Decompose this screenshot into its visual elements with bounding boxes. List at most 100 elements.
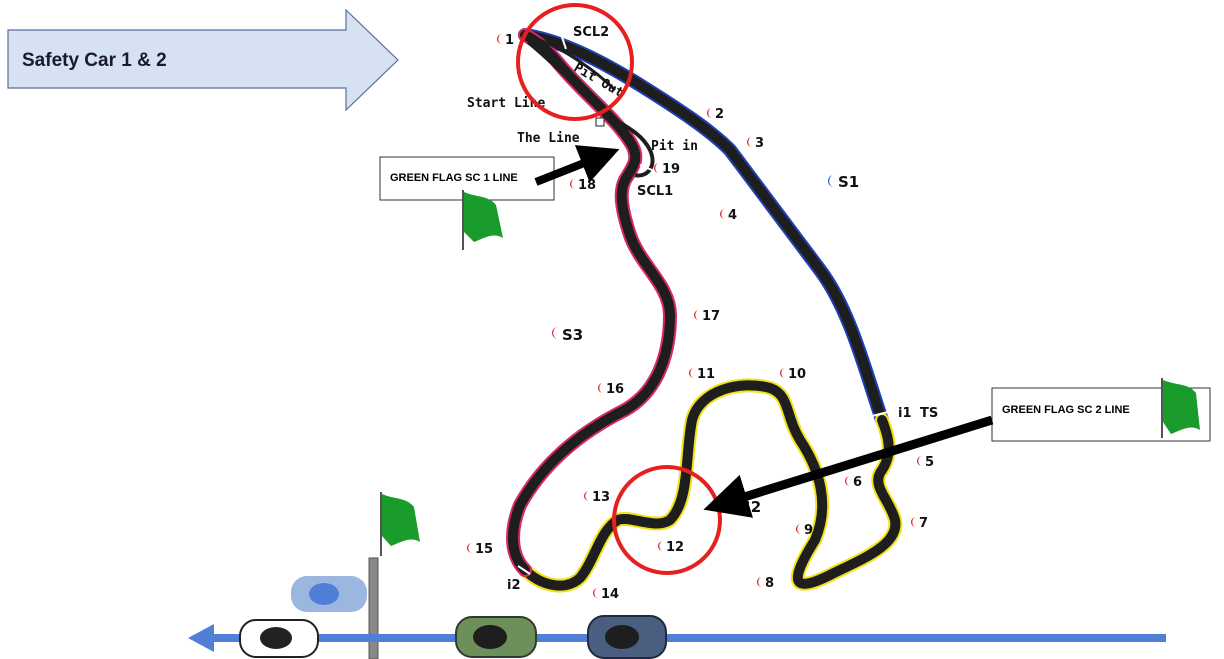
callout-sc1-box bbox=[379, 156, 555, 201]
corner-number: 18 bbox=[578, 178, 596, 193]
corner-markers: 1 2 3 4 5 6 7 8 9 10 11 12 13 14 15 16 1… bbox=[467, 33, 934, 602]
corner-number: 3 bbox=[755, 136, 764, 151]
corner-1: 1 bbox=[497, 33, 514, 48]
car-icon bbox=[291, 576, 367, 612]
s1-label: S1 bbox=[838, 173, 859, 191]
corner-marker-icon bbox=[593, 588, 598, 598]
corner-15: 15 bbox=[467, 542, 493, 557]
corner-9: 9 bbox=[796, 523, 813, 538]
sector-2-edge bbox=[518, 378, 903, 593]
corner-marker-icon bbox=[654, 163, 659, 173]
corner-marker-icon bbox=[757, 577, 762, 587]
corner-16: 16 bbox=[598, 382, 624, 397]
corner-number: 12 bbox=[666, 540, 684, 555]
scl1-divider bbox=[639, 164, 653, 171]
car-icon bbox=[587, 615, 667, 659]
banner-arrow: Safety Car 1 & 2 bbox=[7, 8, 399, 112]
corner-marker-icon bbox=[598, 383, 603, 393]
corner-number: 1 bbox=[505, 33, 514, 48]
corner-marker-icon bbox=[911, 517, 916, 527]
corner-3: 3 bbox=[747, 136, 764, 151]
corner-number: 19 bbox=[662, 162, 680, 177]
corner-6: 6 bbox=[845, 475, 862, 490]
corner-17: 17 bbox=[694, 309, 720, 324]
corner-10: 10 bbox=[780, 367, 806, 382]
i1-divider bbox=[871, 411, 889, 417]
sector-3-track bbox=[508, 30, 675, 575]
corner-marker-icon bbox=[747, 137, 752, 147]
corner-number: 9 bbox=[804, 523, 813, 538]
corner-number: 13 bbox=[592, 490, 610, 505]
corner-8: 8 bbox=[757, 576, 774, 591]
corner-number: 15 bbox=[475, 542, 493, 557]
callout-sc2-arrow bbox=[703, 415, 994, 518]
callout-sc1-text: GREEN FLAG SC 1 LINE bbox=[390, 172, 518, 184]
i2-label: i2 bbox=[507, 578, 521, 593]
road-arrowhead bbox=[188, 624, 214, 652]
corner-18: 18 bbox=[570, 178, 596, 193]
corner-marker-icon bbox=[707, 108, 712, 118]
corner-19: 19 bbox=[654, 162, 680, 177]
corner-number: 5 bbox=[925, 455, 934, 470]
corner-number: 7 bbox=[919, 516, 928, 531]
corner-number: 16 bbox=[606, 382, 624, 397]
sector-1-track bbox=[520, 30, 887, 425]
corner-marker-icon bbox=[584, 491, 589, 501]
car-icon bbox=[455, 616, 537, 658]
corner-2: 2 bbox=[707, 107, 724, 122]
scl2-label: SCL2 bbox=[573, 25, 609, 40]
pit-exit-path bbox=[539, 38, 617, 92]
corner-marker-icon bbox=[796, 524, 801, 534]
callout-sc2-text: GREEN FLAG SC 2 LINE bbox=[1002, 404, 1130, 416]
corner-marker-icon bbox=[497, 34, 502, 44]
pit-in-label: Pit in bbox=[651, 139, 698, 154]
safety-car-line-post bbox=[368, 557, 379, 659]
corner-11: 11 bbox=[689, 367, 715, 382]
checkered-flag-marker bbox=[595, 117, 605, 127]
corner-12: 12 bbox=[658, 540, 684, 555]
s3-marker-icon bbox=[552, 327, 558, 339]
green-flag-icon bbox=[462, 190, 503, 250]
scl1-label: SCL1 bbox=[637, 184, 673, 199]
sector-label-s3: S3 bbox=[552, 326, 583, 344]
corner-14: 14 bbox=[593, 587, 619, 602]
start-line-label: Start Line bbox=[467, 96, 545, 111]
car-icon bbox=[239, 619, 319, 658]
track-sector-3 bbox=[506, 28, 677, 577]
corner-marker-icon bbox=[570, 179, 575, 189]
callout-sc1: GREEN FLAG SC 1 LINE bbox=[379, 145, 620, 201]
corner-4: 4 bbox=[720, 208, 737, 223]
corner-marker-icon bbox=[658, 541, 663, 551]
corner-marker-icon bbox=[694, 310, 699, 320]
corner-13: 13 bbox=[584, 490, 610, 505]
corner-marker-icon bbox=[917, 456, 922, 466]
corner-marker-icon bbox=[467, 543, 472, 553]
corner-marker-icon bbox=[720, 209, 725, 219]
corner-number: 8 bbox=[765, 576, 774, 591]
corner-number: 6 bbox=[853, 475, 862, 490]
ts-label: TS bbox=[920, 406, 938, 421]
corner-number: 10 bbox=[788, 367, 806, 382]
corner-number: 2 bbox=[715, 107, 724, 122]
corner-number: 17 bbox=[702, 309, 720, 324]
scl2-divider bbox=[561, 36, 567, 50]
i2-divider bbox=[517, 565, 531, 575]
corner-number: 4 bbox=[728, 208, 737, 223]
s1-marker-icon bbox=[828, 175, 834, 187]
corner-5: 5 bbox=[917, 455, 934, 470]
track-sector-2 bbox=[518, 378, 903, 593]
i1-label: i1 bbox=[898, 406, 912, 421]
banner-title: Safety Car 1 & 2 bbox=[22, 50, 167, 71]
green-flag-icon bbox=[1161, 378, 1200, 438]
corner-7: 7 bbox=[911, 516, 928, 531]
corner-number: 14 bbox=[601, 587, 619, 602]
sector-label-s1: S1 bbox=[828, 173, 859, 191]
track-sector-1 bbox=[518, 28, 889, 427]
the-line-label: The Line bbox=[517, 131, 580, 146]
banner-arrow-shape bbox=[7, 8, 399, 112]
corner-marker-icon bbox=[689, 368, 694, 378]
road-direction-arrow bbox=[188, 624, 1166, 652]
corner-number: 11 bbox=[697, 367, 715, 382]
callout-sc1-arrow bbox=[534, 145, 620, 186]
